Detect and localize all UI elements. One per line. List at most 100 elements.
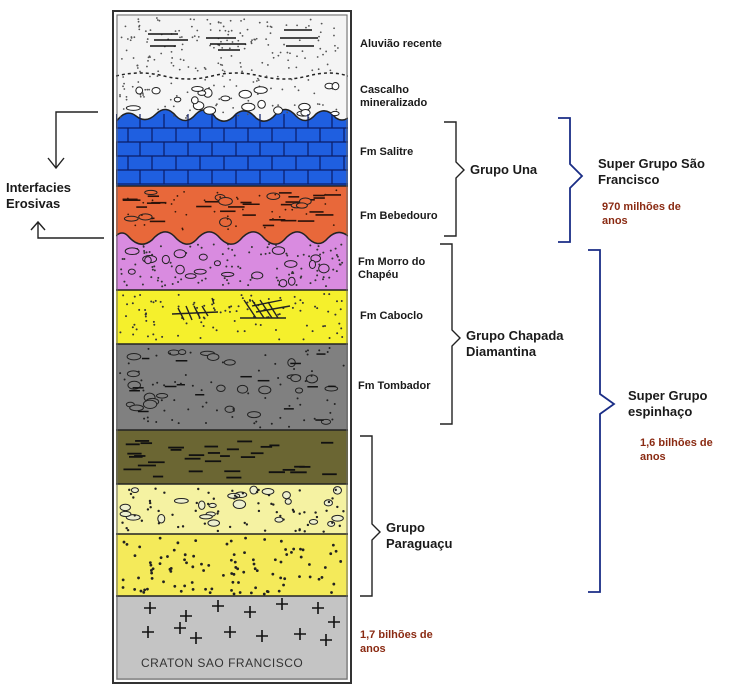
- sand-dot: [247, 99, 250, 102]
- column-inner-frame: [116, 14, 348, 680]
- sand-dot: [232, 572, 236, 576]
- sand-dot: [334, 247, 337, 250]
- sand-dot: [247, 392, 250, 395]
- sand-dot: [176, 525, 180, 529]
- sand-dot: [205, 401, 208, 404]
- sand-dot: [142, 201, 145, 204]
- sand-dot: [157, 509, 160, 513]
- sand-dot: [341, 336, 344, 339]
- sand-dot: [287, 67, 290, 69]
- label-interfacies-erosivas: Interfacies Erosivas: [6, 180, 72, 211]
- sand-dot: [125, 542, 129, 546]
- sand-dot: [230, 29, 233, 32]
- sand-dot: [307, 24, 310, 27]
- sand-dot: [148, 501, 152, 505]
- sand-dot: [226, 39, 228, 42]
- sand-dot: [326, 63, 329, 66]
- sand-dot: [332, 268, 335, 271]
- sand-dot: [138, 24, 141, 27]
- sand-dot: [132, 496, 135, 499]
- label-tombador: Fm Tombador: [358, 380, 431, 392]
- pebble: [184, 273, 197, 279]
- sand-dot: [132, 333, 135, 336]
- sand-dot: [177, 422, 180, 425]
- sand-dot: [250, 245, 253, 248]
- sand-dot: [163, 491, 166, 494]
- pebble: [173, 497, 189, 504]
- sand-dot: [119, 94, 121, 96]
- sand-dot: [209, 29, 212, 31]
- sand-dot: [190, 581, 194, 584]
- pebble: [253, 86, 268, 94]
- granite-plus-mark: [190, 632, 202, 644]
- layer-caboclo: [116, 290, 348, 344]
- sand-dot: [327, 310, 330, 313]
- sand-dot: [233, 320, 236, 323]
- sand-dot: [168, 567, 172, 571]
- sand-dot: [285, 24, 288, 27]
- sand-dot: [136, 64, 139, 67]
- sand-dot: [201, 279, 204, 282]
- sand-dot: [309, 282, 312, 285]
- sand-dot: [154, 487, 157, 490]
- sand-dot: [319, 31, 322, 34]
- sand-dot: [138, 545, 142, 549]
- sand-dot: [177, 281, 180, 284]
- sand-dot: [177, 334, 180, 337]
- sand-dot: [292, 547, 296, 551]
- sand-dot: [191, 587, 195, 591]
- sand-dot: [277, 313, 280, 316]
- sand-dot: [334, 49, 337, 52]
- sand-dot: [275, 276, 278, 279]
- bracket-grupo-chapada: [440, 243, 461, 425]
- layer-pale-yellow: [116, 484, 348, 534]
- sand-dot: [228, 310, 231, 313]
- sand-dot: [137, 576, 140, 580]
- sand-dot: [270, 422, 273, 425]
- sand-dot: [320, 576, 324, 579]
- sand-dot: [303, 530, 306, 533]
- pebble: [327, 520, 336, 527]
- sand-dot: [272, 217, 274, 220]
- sand-dot: [277, 279, 280, 282]
- sand-dot: [270, 502, 273, 506]
- sand-dot: [264, 396, 267, 399]
- sand-dot: [221, 283, 224, 286]
- sand-dot: [223, 277, 226, 280]
- sand-dot: [213, 308, 216, 311]
- sand-dot: [193, 301, 196, 304]
- sand-dot: [304, 57, 306, 60]
- sand-dot: [338, 259, 341, 262]
- sand-dot: [219, 196, 222, 198]
- pebble: [123, 215, 139, 222]
- sand-dot: [228, 306, 231, 309]
- sand-dot: [281, 88, 284, 91]
- sand-dot: [210, 587, 214, 591]
- sand-dot: [227, 30, 230, 33]
- caboclo-texture: [119, 293, 344, 341]
- sand-dot: [221, 75, 224, 78]
- pebble: [135, 86, 144, 95]
- sand-dot: [221, 253, 224, 256]
- sand-dot: [173, 198, 175, 201]
- sand-dot: [274, 193, 277, 196]
- sand-dot: [299, 309, 302, 312]
- sand-dot: [334, 549, 338, 553]
- sand-dot: [246, 113, 249, 116]
- sand-dot: [169, 261, 172, 264]
- sand-dot: [174, 210, 177, 213]
- sand-dot: [148, 55, 151, 58]
- sand-dot: [271, 572, 275, 576]
- sand-dot: [179, 36, 181, 39]
- sand-dot: [122, 108, 125, 110]
- sand-dot: [250, 294, 253, 297]
- sand-dot: [291, 208, 294, 211]
- pebble: [125, 105, 141, 111]
- pebble: [282, 491, 291, 500]
- sand-dot: [121, 586, 125, 589]
- sand-dot: [262, 592, 266, 596]
- sand-dot: [148, 88, 151, 91]
- sand-dot: [295, 284, 298, 287]
- sand-dot: [292, 510, 295, 513]
- granite-plus-mark: [144, 602, 156, 614]
